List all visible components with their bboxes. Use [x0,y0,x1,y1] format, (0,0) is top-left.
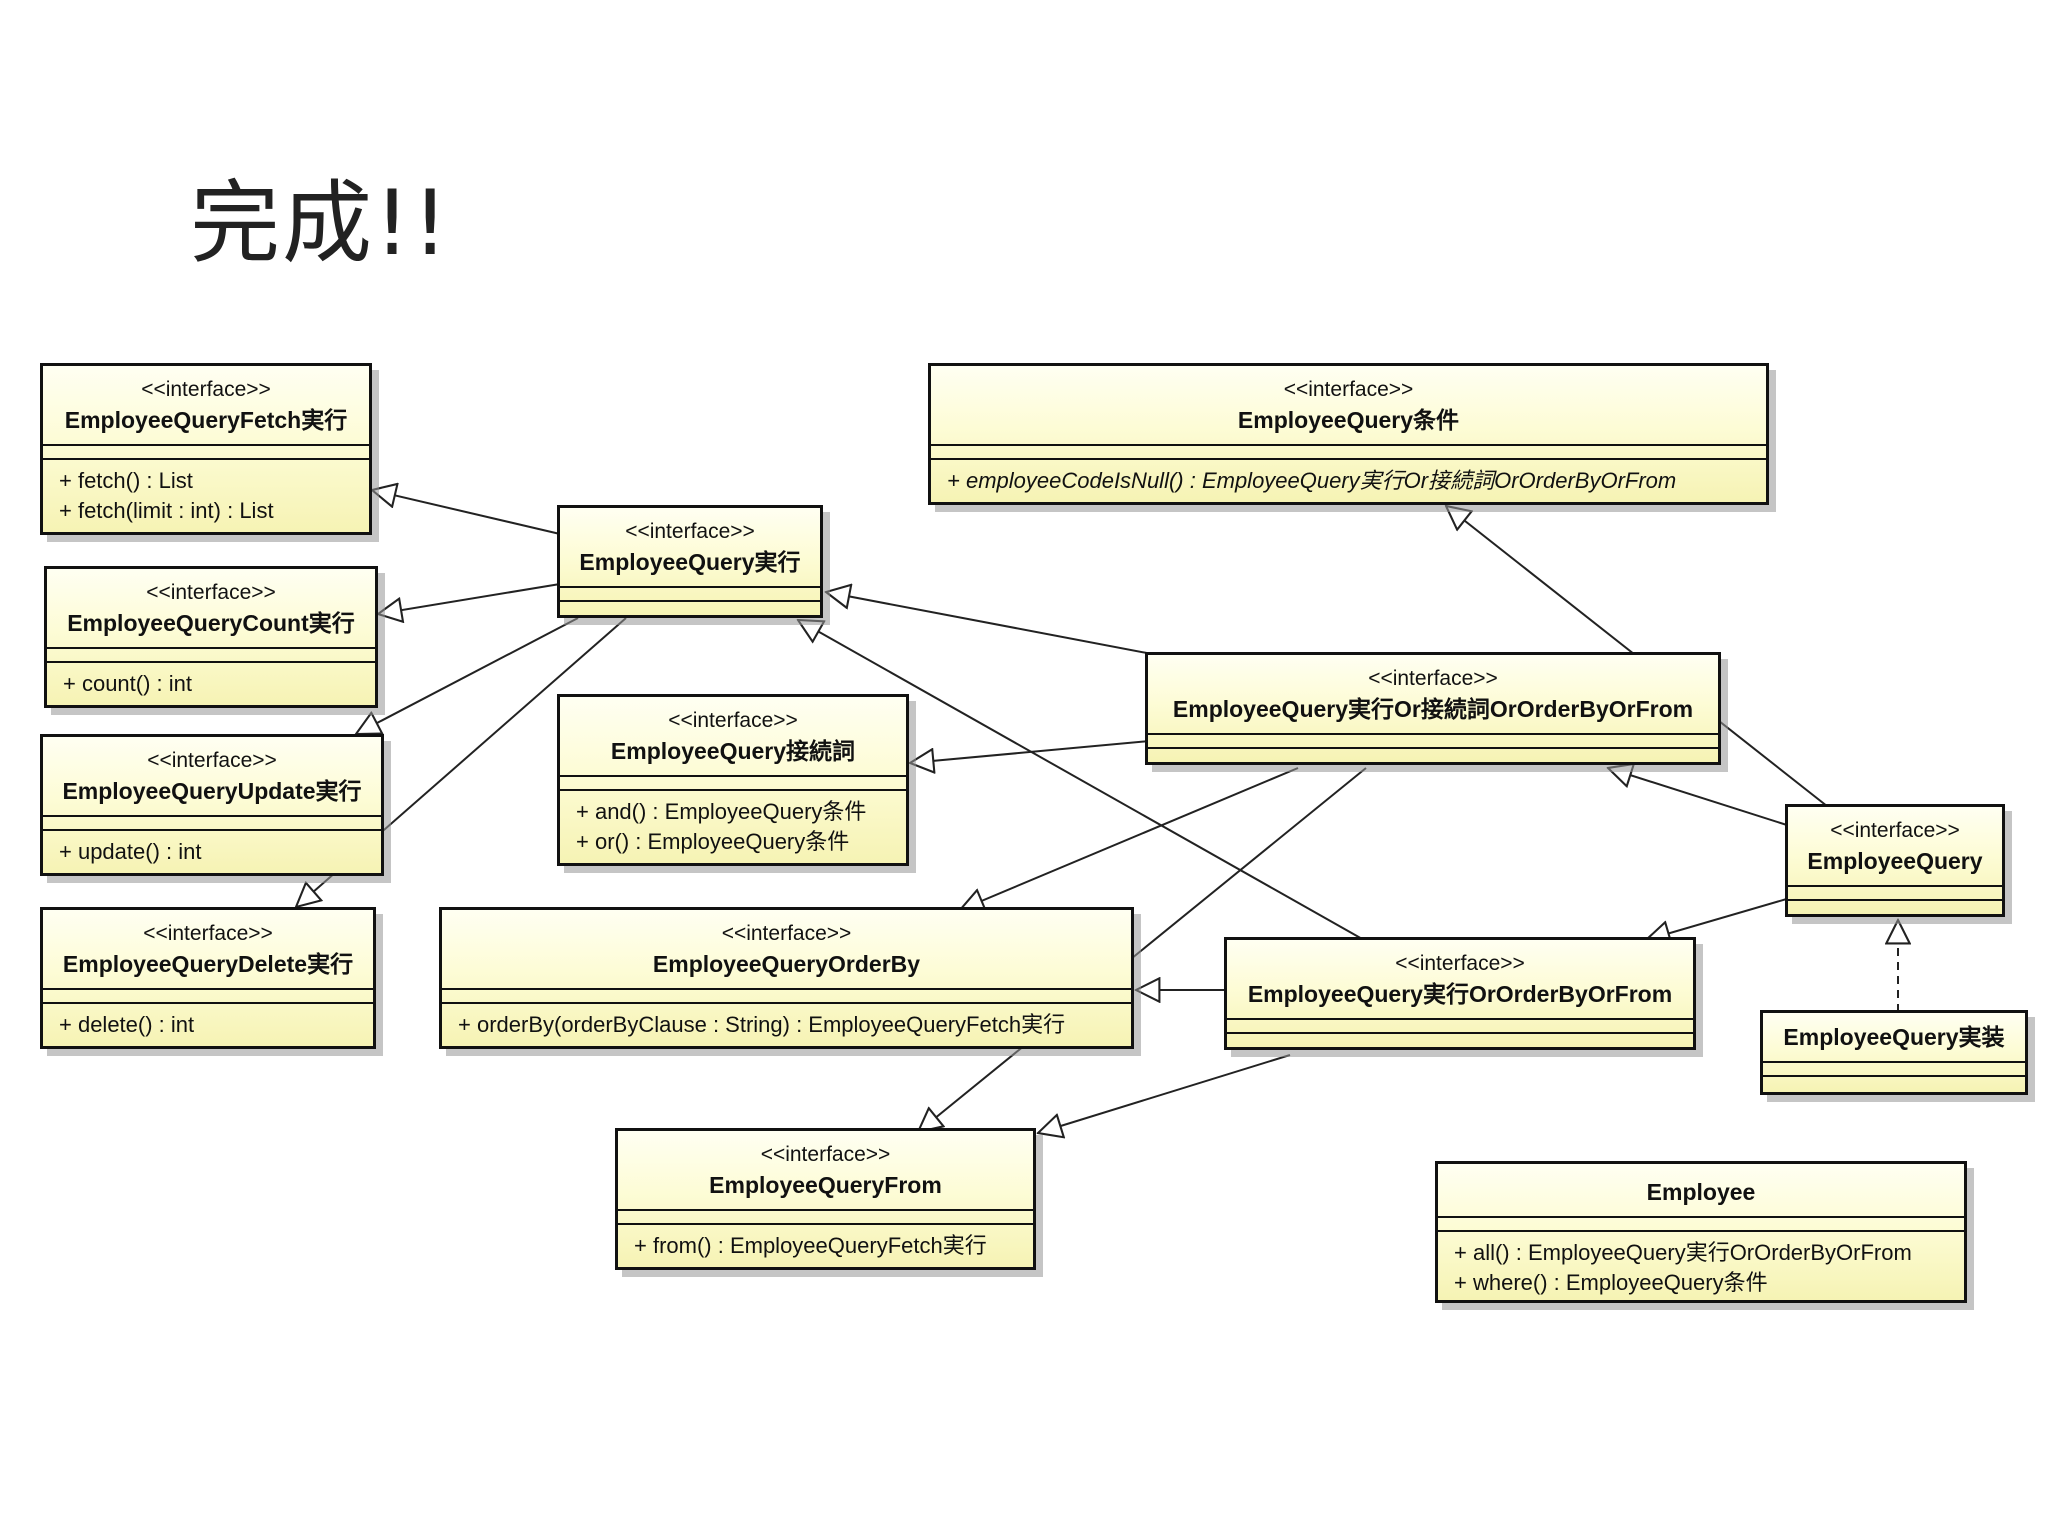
stereotype-label: <<interface>> [146,581,276,604]
stereotype-label: <<interface>> [1368,667,1498,690]
class-employee-query-count[interactable]: <<interface>> EmployeeQueryCount実行 + cou… [44,566,378,708]
operation: + update() : int [59,839,202,864]
operations-compartment [1227,1034,1693,1048]
operations-compartment: + from() : EmployeeQueryFetch実行 [618,1225,1033,1267]
class-name: EmployeeQuery [1807,848,1983,874]
operations-compartment: + count() : int [47,663,375,705]
class-name: EmployeeQueryUpdate実行 [62,778,362,804]
stereotype-label: <<interface>> [141,378,271,401]
class-employee-query-impl[interactable]: EmployeeQuery実装 [1760,1010,2028,1095]
edge-eq-to-combo1 [1608,768,1791,827]
attributes-compartment [1227,1020,1693,1034]
stereotype-label: <<interface>> [1830,819,1960,842]
stereotype-label: <<interface>> [721,922,852,945]
class-employee-query-jikko[interactable]: <<interface>> EmployeeQuery実行 [557,505,823,618]
edge-combo1-to-from [918,767,1367,1132]
stereotype-label: <<interface>> [760,1143,891,1166]
stereotype-label: <<interface>> [143,922,273,945]
operation: + delete() : int [59,1012,195,1037]
class-employee-query-from[interactable]: <<interface>> EmployeeQueryFrom + from()… [615,1128,1036,1270]
attributes-compartment [560,588,820,602]
operation: + employeeCodeIsNull() : EmployeeQuery実行… [947,468,1677,493]
attributes-compartment [47,649,375,663]
edge-combo2-to-from [1038,1054,1291,1133]
attributes-compartment [442,990,1131,1004]
operations-compartment: + and() : EmployeeQuery条件 + or() : Emplo… [560,791,906,863]
class-name: EmployeeQuery接続詞 [610,738,856,764]
operation: + fetch(limit : int) : List [59,498,274,523]
operations-compartment: + update() : int [43,831,381,873]
class-employee-query-fetch[interactable]: <<interface>> EmployeeQueryFetch実行 + fet… [40,363,372,535]
edge-combo1-to-orderby [960,767,1299,910]
operations-compartment: + delete() : int [43,1004,373,1046]
class-name: EmployeeQuery実行OrOrderByOrFrom [1247,981,1673,1007]
operations-compartment: + employeeCodeIsNull() : EmployeeQuery実行… [931,460,1766,502]
class-name: EmployeeQueryDelete実行 [62,951,354,977]
stereotype-label: <<interface>> [147,749,277,772]
edge-jikko-to-update [356,617,579,734]
edge-jikko-to-count [378,583,561,614]
attributes-compartment [618,1211,1033,1225]
attributes-compartment [1438,1218,1964,1232]
edge-jikko-to-fetch [372,490,561,535]
stereotype-label: <<interface>> [1283,378,1414,401]
edge-combo1-to-jikko [826,592,1153,655]
class-name: EmployeeQuery実行Or接続詞OrOrderByOrFrom [1172,696,1694,722]
operation: + or() : EmployeeQuery条件 [576,829,850,854]
operations-compartment [1788,901,2002,915]
operation: + fetch() : List [59,468,193,493]
operations-compartment: + fetch() : List + fetch(limit : int) : … [43,460,369,532]
operations-compartment: + all() : EmployeeQuery実行OrOrderByOrFrom… [1438,1232,1964,1304]
class-employee[interactable]: Employee + all() : EmployeeQuery実行OrOrde… [1435,1161,1967,1303]
operations-compartment [1148,749,1718,763]
attributes-compartment [1788,887,2002,901]
operation: + where() : EmployeeQuery条件 [1454,1270,1768,1295]
attributes-compartment [43,990,373,1004]
class-employee-query-joken[interactable]: <<interface>> EmployeeQuery条件 + employee… [928,363,1769,505]
attributes-compartment [1763,1063,2025,1077]
attributes-compartment [1148,735,1718,749]
class-name: EmployeeQueryOrderBy [652,951,921,977]
operation: + from() : EmployeeQueryFetch実行 [634,1233,987,1258]
stereotype-label: <<interface>> [668,709,798,732]
operations-compartment [1763,1077,2025,1091]
operation: + count() : int [63,671,193,696]
edge-combo2-to-jikko [798,620,1365,941]
operation: + and() : EmployeeQuery条件 [576,799,867,824]
class-employee-query-combo1[interactable]: <<interface>> EmployeeQuery実行Or接続詞OrOrde… [1145,652,1721,765]
class-name: EmployeeQuery実行 [579,549,801,575]
class-name: EmployeeQueryFrom [709,1172,942,1198]
stereotype-label: <<interface>> [625,520,755,543]
operations-compartment [560,602,820,616]
class-name: EmployeeQuery実装 [1783,1024,2005,1050]
operation: + orderBy(orderByClause : String) : Empl… [458,1012,1066,1037]
edge-eq-to-combo2 [1646,897,1791,940]
attributes-compartment [43,446,369,460]
operation: + all() : EmployeeQuery実行OrOrderByOrFrom [1454,1240,1912,1265]
class-employee-query-orderby[interactable]: <<interface>> EmployeeQueryOrderBy + ord… [439,907,1134,1049]
class-name: Employee [1646,1179,1756,1205]
class-name: EmployeeQuery条件 [1237,407,1460,433]
stereotype-label: <<interface>> [1395,952,1525,975]
class-employee-query-combo2[interactable]: <<interface>> EmployeeQuery実行OrOrderByOr… [1224,937,1696,1050]
class-employee-query-update[interactable]: <<interface>> EmployeeQueryUpdate実行 + up… [40,734,384,876]
class-employee-query-setsuzoku[interactable]: <<interface>> EmployeeQuery接続詞 + and() :… [557,694,909,866]
class-employee-query[interactable]: <<interface>> EmployeeQuery [1785,804,2005,917]
operations-compartment: + orderBy(orderByClause : String) : Empl… [442,1004,1131,1046]
attributes-compartment [931,446,1766,460]
class-name: EmployeeQueryFetch実行 [64,407,348,433]
slide-title: 完成!! [190,171,451,276]
class-employee-query-delete[interactable]: <<interface>> EmployeeQueryDelete実行 + de… [40,907,376,1049]
class-name: EmployeeQueryCount実行 [67,610,355,636]
attributes-compartment [560,777,906,791]
attributes-compartment [43,817,381,831]
